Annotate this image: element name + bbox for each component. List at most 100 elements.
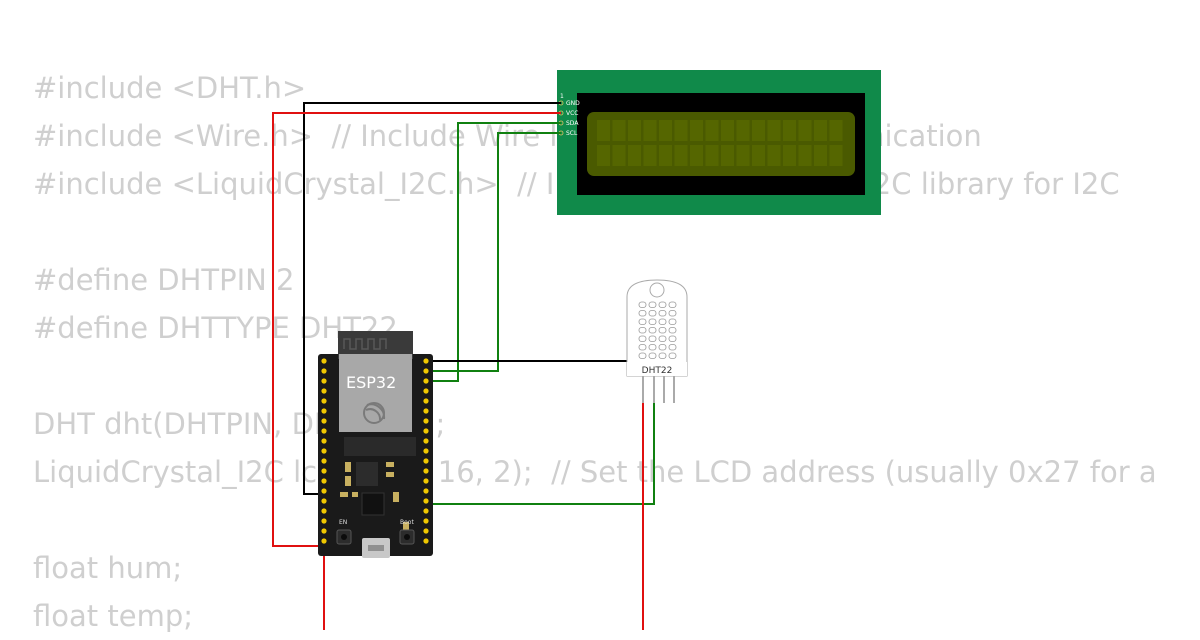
- lcd-char-cell: [628, 145, 641, 166]
- antenna-trace-icon: [343, 338, 387, 350]
- dht-vent-hole: [638, 327, 647, 334]
- esp32-pin[interactable]: [423, 508, 429, 514]
- wire-lcd-scl[interactable]: [426, 132, 561, 372]
- esp32-pin[interactable]: [321, 518, 327, 524]
- lcd-char-cell: [814, 120, 827, 141]
- esp32-pin[interactable]: [321, 388, 327, 394]
- esp32-pin[interactable]: [423, 488, 429, 494]
- lcd-char-cell: [829, 145, 843, 166]
- esp32-pin[interactable]: [321, 418, 327, 424]
- esp32-label: ESP32: [346, 373, 396, 392]
- dht-vent-hole: [648, 301, 657, 308]
- esp32-pin[interactable]: [321, 398, 327, 404]
- esp32-pin[interactable]: [423, 388, 429, 394]
- esp32-pin[interactable]: [423, 498, 429, 504]
- dht22-sensor[interactable]: DHT22: [626, 279, 688, 403]
- dht-vent-hole: [658, 310, 667, 317]
- lcd-char-cell: [814, 145, 827, 166]
- code-line: #include <DHT.h>: [33, 71, 307, 105]
- wire-lcd-sda[interactable]: [426, 122, 561, 382]
- lcd-char-cell: [736, 145, 750, 166]
- esp32-pin[interactable]: [321, 378, 327, 384]
- lcd-char-cell: [783, 145, 796, 166]
- lcd-display[interactable]: 1 GND VCC SDA SCL: [557, 70, 881, 215]
- esp32-pin[interactable]: [423, 378, 429, 384]
- lcd-char-cell: [767, 145, 781, 166]
- esp32-board[interactable]: ESP32 EN Boot: [318, 331, 433, 558]
- lcd-char-cell: [690, 145, 703, 166]
- wire-dht-data[interactable]: [426, 403, 655, 505]
- wire-lcd-vcc[interactable]: [272, 112, 561, 547]
- code-line: float hum;: [33, 551, 183, 585]
- wire-lcd-gnd[interactable]: [303, 102, 561, 495]
- dht-vent-hole: [638, 352, 647, 359]
- esp32-pin[interactable]: [321, 468, 327, 474]
- dht-vent-hole: [658, 327, 667, 334]
- esp32-pin[interactable]: [321, 528, 327, 534]
- esp32-pin[interactable]: [423, 398, 429, 404]
- boot-button-cap: [404, 534, 410, 540]
- lcd-char-cell: [829, 120, 843, 141]
- esp32-pin[interactable]: [423, 478, 429, 484]
- esp32-pin[interactable]: [321, 498, 327, 504]
- esp32-pin[interactable]: [321, 448, 327, 454]
- dht-vent-hole: [638, 301, 647, 308]
- dht-label: DHT22: [642, 366, 673, 376]
- esp32-pin[interactable]: [423, 518, 429, 524]
- lcd-character-grid: [597, 120, 843, 166]
- lcd-char-cell: [736, 120, 750, 141]
- esp32-rf-module-base: [344, 437, 416, 456]
- esp32-pin[interactable]: [321, 428, 327, 434]
- esp32-pin[interactable]: [321, 438, 327, 444]
- esp32-pin[interactable]: [321, 458, 327, 464]
- dht-vent-hole: [668, 327, 677, 334]
- en-label: EN: [339, 519, 347, 526]
- dht-vent-grille: [638, 301, 677, 359]
- esp32-pin[interactable]: [423, 428, 429, 434]
- esp32-shield: [339, 354, 412, 432]
- dht-vent-hole: [638, 310, 647, 317]
- esp32-pin[interactable]: [423, 538, 429, 544]
- esp32-pin[interactable]: [321, 358, 327, 364]
- esp32-pin[interactable]: [321, 508, 327, 514]
- lcd-char-cell: [674, 120, 688, 141]
- dht-vent-hole: [658, 301, 667, 308]
- esp32-pin[interactable]: [423, 368, 429, 374]
- esp32-pin[interactable]: [321, 488, 327, 494]
- esp32-pin[interactable]: [423, 408, 429, 414]
- esp32-pin[interactable]: [321, 538, 327, 544]
- dht-vent-hole: [658, 335, 667, 342]
- lcd-char-cell: [659, 145, 672, 166]
- lcd-char-cell: [705, 145, 719, 166]
- lcd-char-cell: [752, 120, 765, 141]
- usb-uart-chip: [361, 492, 385, 516]
- esp32-pin[interactable]: [423, 418, 429, 424]
- esp32-pin[interactable]: [321, 408, 327, 414]
- dht-vent-hole: [658, 352, 667, 359]
- esp32-components: [340, 462, 409, 530]
- esp32-pin[interactable]: [423, 448, 429, 454]
- dht-vent-hole: [668, 310, 677, 317]
- esp32-pin[interactable]: [423, 468, 429, 474]
- esp32-pin[interactable]: [423, 438, 429, 444]
- lcd-char-cell: [612, 120, 626, 141]
- esp32-pin[interactable]: [321, 478, 327, 484]
- dht-mounting-hole: [649, 282, 665, 298]
- dht-vent-hole: [668, 318, 677, 325]
- code-line: #define DHTTYPE DHT22: [33, 311, 398, 345]
- lcd-char-cell: [674, 145, 688, 166]
- dht-vent-hole: [658, 344, 667, 351]
- boot-label: Boot: [400, 519, 414, 526]
- lcd-pin-label-sda: SDA: [566, 120, 579, 127]
- lcd-char-cell: [597, 145, 610, 166]
- esp32-pin[interactable]: [423, 458, 429, 464]
- lcd-char-cell: [612, 145, 626, 166]
- lcd-char-cell: [798, 120, 812, 141]
- lcd-char-cell: [783, 120, 796, 141]
- esp32-pin[interactable]: [423, 358, 429, 364]
- dht-vent-hole: [658, 318, 667, 325]
- dht-vent-hole: [648, 318, 657, 325]
- esp32-pin[interactable]: [321, 368, 327, 374]
- esp32-pin[interactable]: [423, 528, 429, 534]
